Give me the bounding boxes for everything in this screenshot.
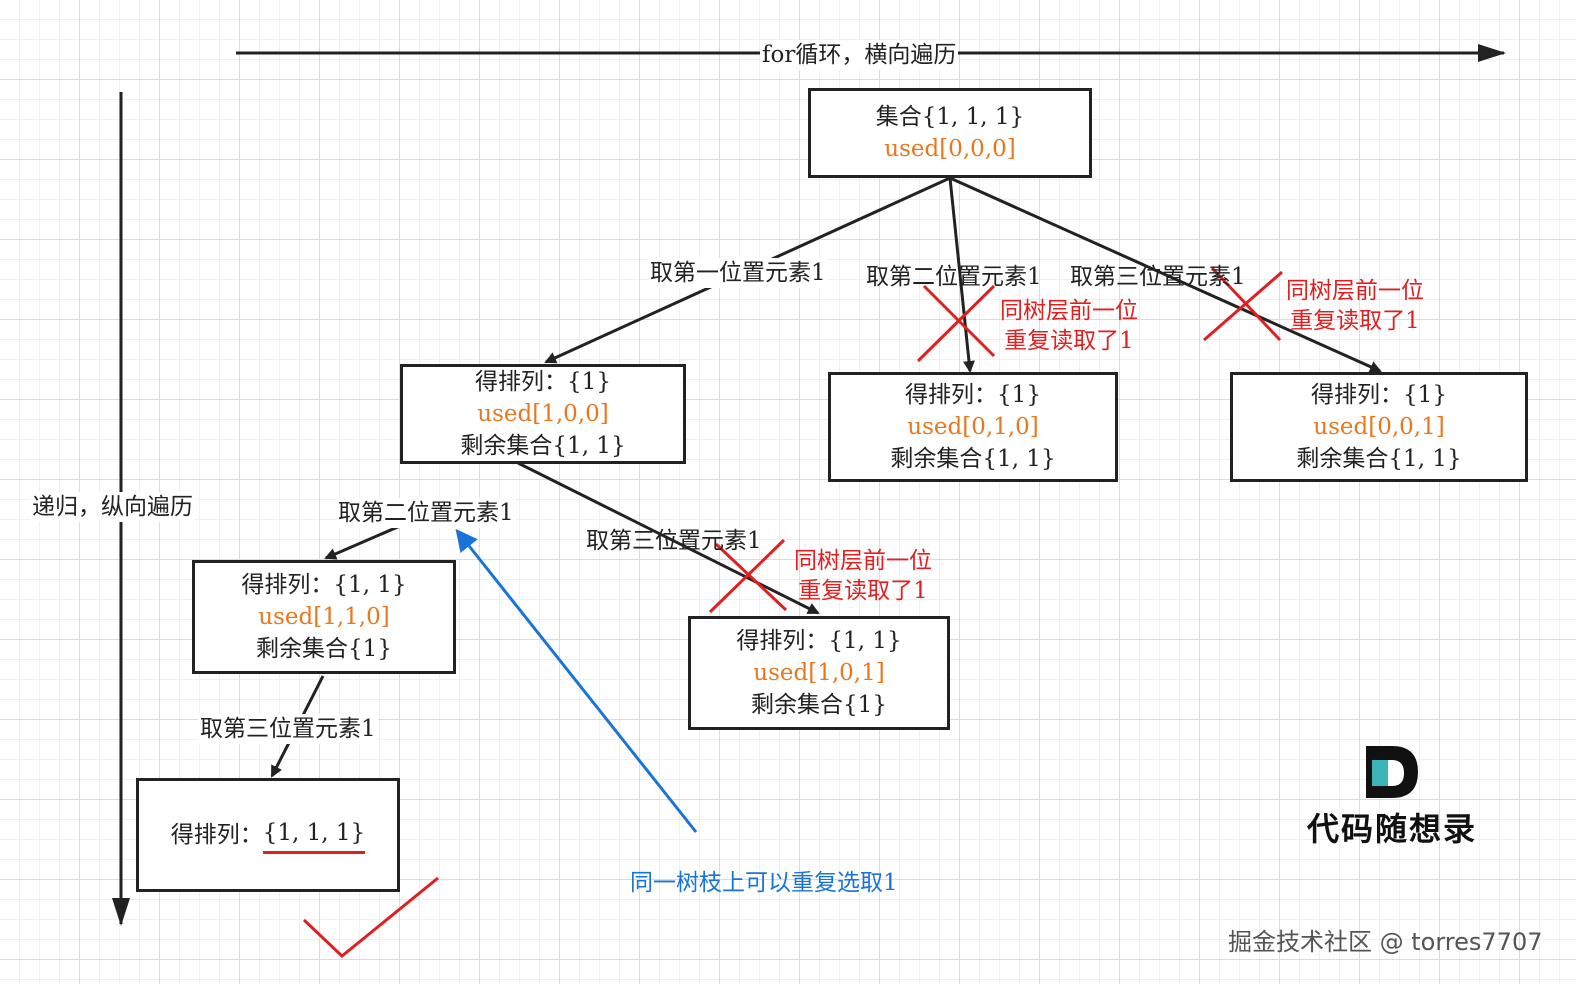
- node-root: 集合{1, 1, 1} used[0,0,0]: [808, 88, 1092, 178]
- edge-root-b: [948, 177, 975, 373]
- node-a-used: used[1,0,0]: [477, 401, 609, 427]
- node-a-perm: 得排列：{1}: [475, 369, 611, 395]
- node-f-prefix: 得排列：: [170, 822, 263, 848]
- node-b-perm: 得排列：{1}: [905, 382, 1041, 408]
- prune-cross-c: [1203, 266, 1283, 342]
- prune-note-b: 同树层前一位 重复读取了1: [998, 296, 1140, 356]
- check-mark-icon: [302, 876, 439, 958]
- prune-note-b-line2: 重复读取了1: [1004, 328, 1134, 354]
- node-root-used: used[0,0,0]: [884, 136, 1016, 162]
- node-e-remaining: 剩余集合{1}: [751, 692, 887, 718]
- edge-a-e: [517, 461, 820, 615]
- logo-d-icon: [1366, 746, 1418, 798]
- node-e: 得排列：{1, 1} used[1,0,1] 剩余集合{1}: [688, 616, 950, 730]
- node-root-set: 集合{1, 1, 1}: [875, 104, 1025, 130]
- prune-note-c: 同树层前一位 重复读取了1: [1284, 276, 1426, 336]
- prune-note-e-line1: 同树层前一位: [794, 548, 932, 574]
- prune-note-c-line1: 同树层前一位: [1286, 278, 1424, 304]
- node-c-remaining: 剩余集合{1, 1}: [1296, 446, 1462, 472]
- edge-label-a-d: 取第二位置元素1: [336, 498, 516, 528]
- node-d: 得排列：{1, 1} used[1,1,0] 剩余集合{1}: [192, 560, 456, 674]
- node-d-perm: 得排列：{1, 1}: [241, 572, 407, 598]
- node-a: 得排列：{1} used[1,0,0] 剩余集合{1, 1}: [400, 364, 686, 464]
- prune-cross-e: [708, 538, 788, 614]
- edge-root-c: [949, 176, 1382, 373]
- node-f-result: {1, 1, 1}: [262, 817, 366, 854]
- watermark: 掘金技术社区 @ torres7707: [1228, 928, 1543, 956]
- node-c: 得排列：{1} used[0,0,1] 剩余集合{1, 1}: [1230, 372, 1528, 482]
- node-a-remaining: 剩余集合{1, 1}: [460, 433, 626, 459]
- node-f: 得排列：{1, 1, 1}: [136, 778, 400, 892]
- node-b-remaining: 剩余集合{1, 1}: [890, 446, 1056, 472]
- node-d-used: used[1,1,0]: [258, 604, 390, 630]
- edge-label-a-e: 取第三位置元素1: [586, 528, 762, 554]
- node-e-perm: 得排列：{1, 1}: [736, 628, 902, 654]
- edge-label-root-c: 取第三位置元素1: [1070, 264, 1246, 290]
- vertical-axis-label: 递归，纵向遍历: [30, 492, 195, 522]
- prune-note-c-line2: 重复读取了1: [1290, 308, 1420, 334]
- horizontal-axis-label: for循环，横向遍历: [760, 40, 959, 70]
- prune-note-e-line2: 重复读取了1: [798, 578, 928, 604]
- node-d-remaining: 剩余集合{1}: [256, 636, 392, 662]
- node-c-used: used[0,0,1]: [1313, 414, 1445, 440]
- node-b-used: used[0,1,0]: [907, 414, 1039, 440]
- edge-label-d-f: 取第三位置元素1: [198, 714, 378, 744]
- edge-label-root-a: 取第一位置元素1: [648, 258, 828, 288]
- same-branch-note: 同一树枝上可以重复选取1: [630, 870, 898, 896]
- logo-text: 代码随想录: [1306, 810, 1477, 848]
- node-e-used: used[1,0,1]: [753, 660, 885, 686]
- prune-note-e: 同树层前一位 重复读取了1: [792, 546, 934, 606]
- prune-note-b-line1: 同树层前一位: [1000, 298, 1138, 324]
- edge-label-root-b: 取第二位置元素1: [866, 264, 1042, 290]
- same-branch-arrow: [455, 528, 698, 833]
- node-c-perm: 得排列：{1}: [1311, 382, 1447, 408]
- prune-cross-b: [916, 284, 996, 363]
- node-b: 得排列：{1} used[0,1,0] 剩余集合{1, 1}: [828, 372, 1118, 482]
